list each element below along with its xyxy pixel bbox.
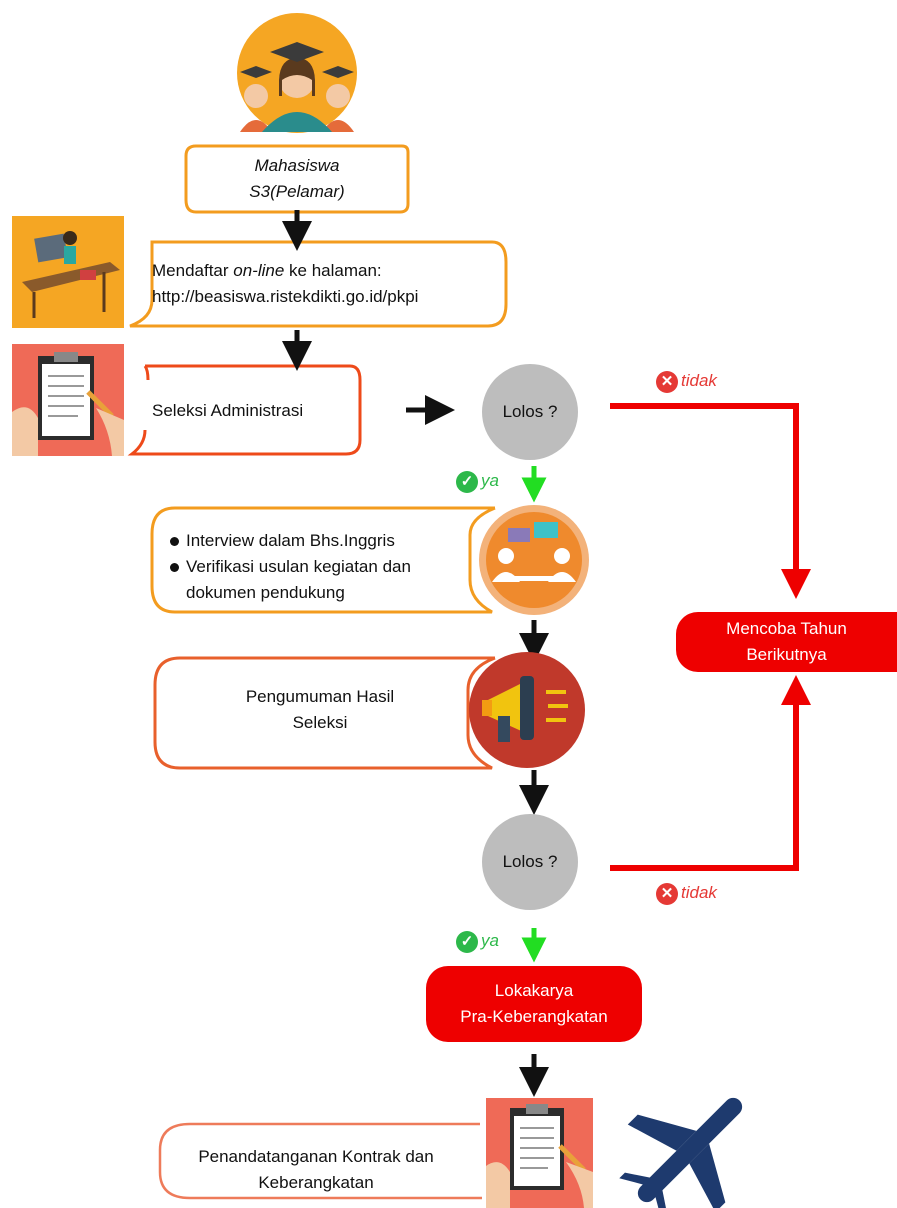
register-prefix: Mendaftar: [152, 261, 234, 280]
start-label-line2: S3(Pelamar): [249, 182, 345, 201]
final-line2: Keberangkatan: [258, 1173, 374, 1192]
register-step: Mendaftar on-line ke halaman: http://bea…: [152, 258, 504, 310]
interview-step: Interview dalam Bhs.Inggris Verifikasi u…: [168, 528, 468, 606]
check-icon: ✓: [456, 930, 478, 953]
megaphone-icon: [469, 652, 585, 768]
box-mahasiswa-outline: [184, 144, 410, 214]
interview-item: Interview dalam Bhs.Inggris: [168, 528, 468, 554]
decision-2-yes-label: ya: [481, 931, 499, 950]
register-suffix: ke halaman:: [284, 261, 382, 280]
cross-icon: ✕: [656, 882, 678, 905]
meeting-chat-icon: [479, 505, 589, 615]
final-step: Penandatanganan Kontrak dan Keberangkata…: [164, 1144, 468, 1196]
start-label: Mahasiswa S3(Pelamar): [190, 153, 404, 205]
box-interview-outline: [150, 506, 496, 614]
decision-2-no: ✕tidak: [656, 880, 717, 906]
workshop-box: Lokakarya Pra-Keberangkatan: [426, 966, 642, 1042]
decision-1-no: ✕tidak: [656, 368, 717, 394]
decision-1-label: Lolos ?: [502, 402, 558, 421]
workshop-line1: Lokakarya: [494, 981, 574, 1000]
box-admin-outline: [127, 364, 362, 456]
clipboard-icon: [486, 1098, 593, 1208]
arrow-no-1: [610, 403, 811, 599]
box-announce-outline: [153, 656, 496, 770]
cross-icon: ✕: [656, 370, 678, 393]
decision-1: Lolos ?: [482, 364, 578, 460]
workshop-line2: Pra-Keberangkatan: [460, 1007, 608, 1026]
clipboard-icon: [12, 344, 124, 456]
start-label-line1: Mahasiswa: [254, 156, 340, 175]
box-final-outline: [158, 1122, 482, 1200]
decision-2-label: Lolos ?: [502, 852, 558, 871]
check-icon: ✓: [456, 470, 478, 493]
decision-1-yes: ✓ya: [456, 468, 499, 494]
interview-item: Verifikasi usulan kegiatan dan dokumen p…: [168, 554, 468, 606]
decision-2-yes: ✓ya: [456, 928, 499, 954]
announce-line1: Pengumuman Hasil: [245, 687, 395, 706]
register-instruction: Mendaftar on-line ke halaman:: [152, 258, 504, 284]
retry-box: Mencoba Tahun Berikutnya: [676, 612, 897, 672]
decision-2-no-label: tidak: [681, 883, 717, 902]
register-url[interactable]: http://beasiswa.ristekdikti.go.id/pkpi: [152, 287, 419, 306]
admin-step-label: Seleksi Administrasi: [152, 401, 304, 420]
desk-computer-icon: [12, 216, 124, 328]
final-line1: Penandatanganan Kontrak dan: [198, 1147, 434, 1166]
interview-list: Interview dalam Bhs.Inggris Verifikasi u…: [168, 528, 468, 606]
graduate-students-icon: [237, 13, 357, 133]
announce-line2: Seleksi: [292, 713, 348, 732]
register-emph: on-line: [233, 261, 285, 280]
airplane-icon: [619, 1097, 743, 1208]
decision-2: Lolos ?: [482, 814, 578, 910]
retry-line2: Berikutnya: [746, 645, 827, 664]
announce-step: Pengumuman Hasil Seleksi: [180, 684, 460, 736]
decision-1-no-label: tidak: [681, 371, 717, 390]
retry-line1: Mencoba Tahun: [726, 619, 847, 638]
decision-1-yes-label: ya: [481, 471, 499, 490]
box-register-outline: [129, 240, 508, 328]
arrow-no-2: [610, 675, 811, 871]
